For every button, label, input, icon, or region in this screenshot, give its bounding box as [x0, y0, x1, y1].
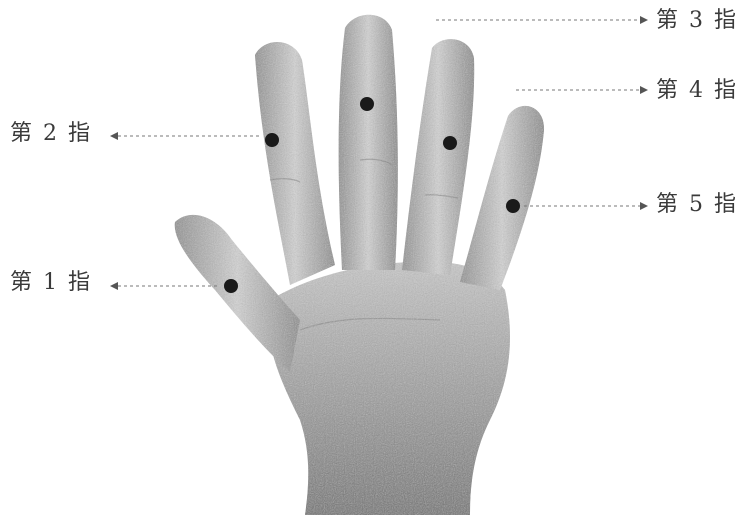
- label-finger-5: 第 5 指: [656, 194, 738, 216]
- dot-finger-4: [443, 136, 457, 150]
- label-finger-3: 第 3 指: [656, 10, 738, 32]
- hand-illustration: [175, 15, 544, 515]
- dot-finger-3: [360, 97, 374, 111]
- dot-finger-5: [506, 199, 520, 213]
- middle-finger-shape: [339, 15, 398, 270]
- arrow-right-finger-4: [640, 86, 648, 94]
- arrow-right-finger-5: [640, 202, 648, 210]
- palm-shape: [268, 262, 510, 515]
- index-finger-shape: [255, 42, 335, 285]
- arrow-left-finger-1: [110, 282, 118, 290]
- arrow-left-finger-2: [110, 132, 118, 140]
- label-finger-4: 第 4 指: [656, 80, 738, 102]
- arrow-right-finger-3: [640, 16, 648, 24]
- label-finger-2: 第 2 指: [10, 123, 92, 145]
- label-finger-1: 第 1 指: [10, 272, 92, 294]
- dot-finger-1: [224, 279, 238, 293]
- dot-finger-2: [265, 133, 279, 147]
- ring-finger-shape: [402, 39, 474, 275]
- little-finger-shape: [460, 106, 544, 290]
